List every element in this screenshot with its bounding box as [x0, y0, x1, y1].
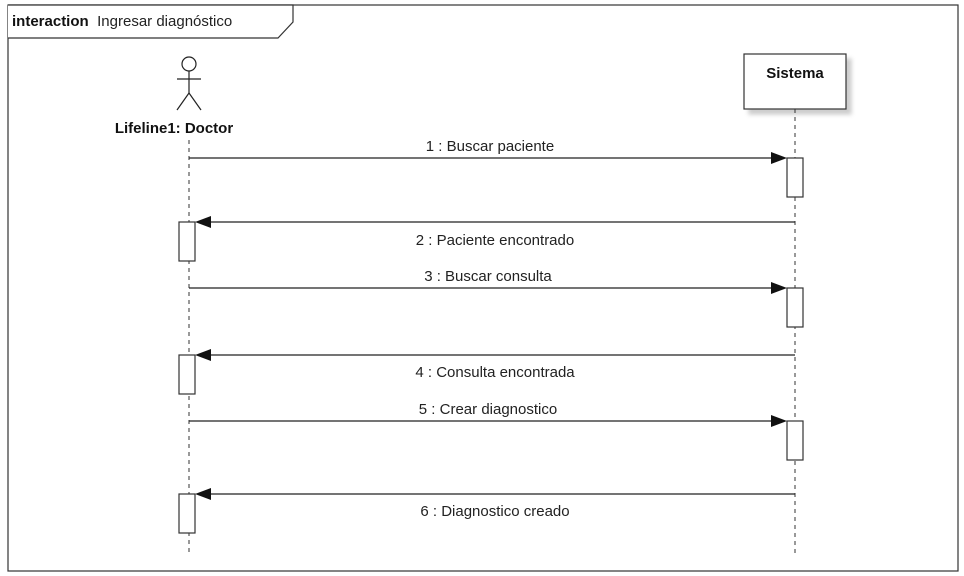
arrowhead-icon [195, 488, 211, 500]
message-4: 4 : Consulta encontrada [195, 349, 795, 381]
svg-text:interaction Ingresar dia: interaction Ingresar diagnóstico [12, 13, 232, 30]
arrowhead-icon [771, 282, 787, 294]
frame-border [7, 4, 959, 572]
message-label: 6 : Diagnostico creado [420, 503, 569, 520]
message-label: 3 : Buscar consulta [424, 268, 552, 285]
message-6: 6 : Diagnostico creado [195, 488, 795, 520]
message-2: 2 : Paciente encontrado [195, 216, 795, 249]
actor-activation-4 [178, 354, 196, 395]
frame-tab [8, 4, 294, 39]
message-label: 5 : Crear diagnostico [419, 401, 557, 418]
system-object: Sistema [743, 53, 847, 110]
actor-right-leg [188, 92, 202, 111]
message-label: 4 : Consulta encontrada [415, 364, 575, 381]
message-3: 3 : Buscar consulta [189, 268, 787, 294]
system-label: Sistema [766, 65, 824, 82]
actor-label: Lifeline1: Doctor [115, 120, 234, 137]
system-activation-1 [786, 157, 804, 198]
frame-keyword: interaction [12, 13, 89, 30]
message-label: 2 : Paciente encontrado [416, 232, 574, 249]
system-activation-3 [786, 287, 804, 328]
actor-activation-6 [178, 493, 196, 534]
actor-left-leg [176, 92, 190, 111]
arrowhead-icon [195, 349, 211, 361]
arrowhead-icon [771, 152, 787, 164]
arrowhead-icon [771, 415, 787, 427]
actor-activation-2 [178, 221, 196, 262]
arrowhead-icon [195, 216, 211, 228]
message-label: 1 : Buscar paciente [426, 138, 554, 155]
message-5: 5 : Crear diagnostico [189, 401, 787, 427]
system-activation-5 [786, 420, 804, 461]
actor-doctor: Lifeline1: Doctor [115, 56, 234, 137]
message-1: 1 : Buscar paciente [189, 138, 787, 164]
interaction-frame: interaction Ingresar diagnóstico [7, 4, 959, 572]
actor-head [181, 56, 197, 72]
frame-title: Ingresar diagnóstico [97, 13, 232, 30]
